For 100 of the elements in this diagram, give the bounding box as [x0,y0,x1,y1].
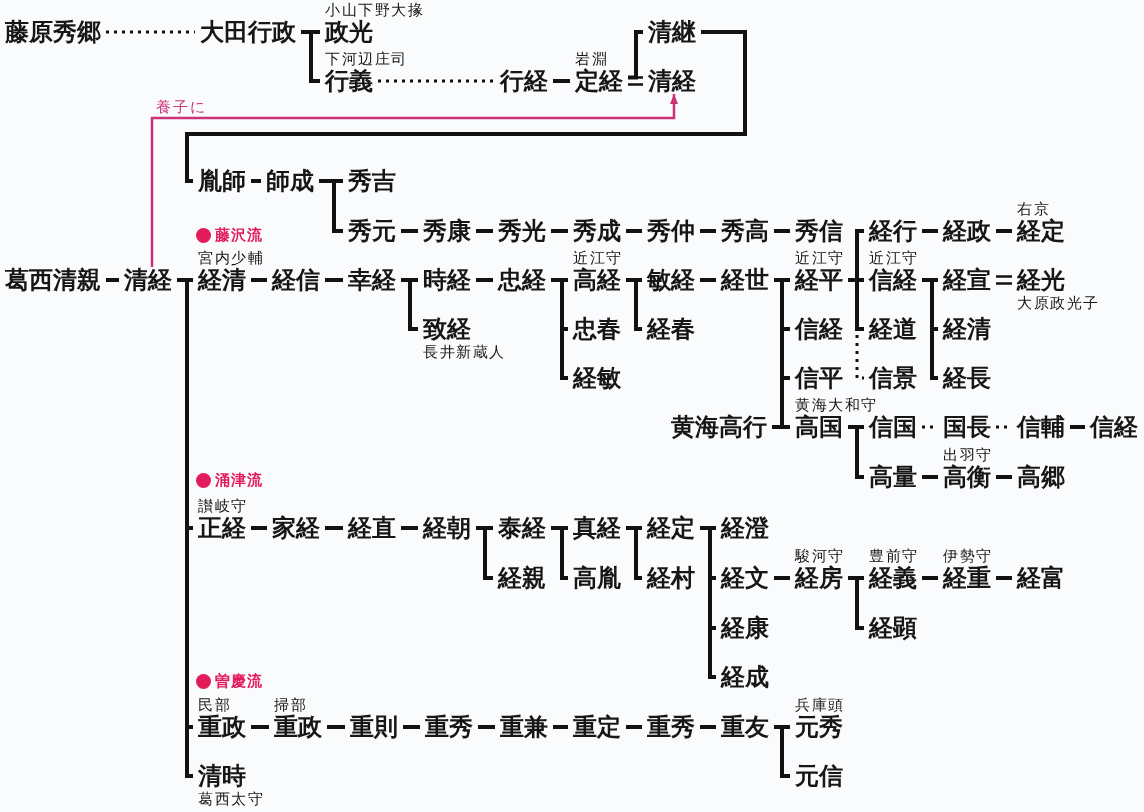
dotted-line [848,278,864,380]
connector-line [401,229,418,233]
title-note: 近江守 [795,250,845,266]
person-name: 師成 [266,168,314,194]
connector-line [1070,425,1085,429]
connector-line [551,526,568,580]
person-name: 経長 [943,365,991,391]
connector-line [476,526,493,580]
connector-line [251,526,267,530]
connector-line [996,475,1012,479]
person-name: 経房 [795,565,843,591]
person-name: 高胤 [573,565,621,591]
person-name: 秀吉 [348,168,396,194]
person-name: 忠春 [573,316,621,342]
connector-line [700,229,716,233]
person-name: 経康 [721,615,769,641]
connector-line [774,725,790,778]
title-note: 近江守 [869,250,919,266]
connector-line [848,278,864,331]
connector-line [401,278,418,331]
person-name: 秀高 [721,218,769,244]
person-name: 忠経 [498,267,546,293]
title-note: 右京 [1017,201,1050,217]
person-name: 経平 [795,267,843,293]
connector-line [922,576,938,580]
person-name: 経世 [721,267,769,293]
connector-line [325,526,343,530]
connector-line [301,30,320,83]
title-note: 駿河守 [795,548,845,564]
title-note: 出羽守 [943,447,993,463]
connector-line [553,725,568,729]
connector-line [251,278,267,282]
connector-line [319,179,343,233]
person-name: 定経 [575,68,623,94]
person-name: 致経 [423,316,471,342]
connector-line [476,278,493,282]
person-name: 重則 [350,714,398,740]
person-name: 重定 [573,714,621,740]
connector-line [848,576,864,630]
connector-line [774,229,790,233]
person-name: 秀元 [348,218,396,244]
connector-line [251,725,269,729]
title-note: 兵庫頭 [795,697,845,713]
person-name: 経光 [1017,267,1065,293]
person-name: 経宣 [943,267,991,293]
person-name: 秀信 [795,218,843,244]
person-name: 重友 [721,714,769,740]
person-name: 経朝 [423,515,471,541]
person-name: 経成 [721,664,769,690]
connector-line [700,278,716,282]
person-name: 元秀 [795,714,843,740]
person-name: 政光 [325,19,373,45]
person-name: 経親 [498,565,546,591]
person-name: 信経 [869,267,917,293]
person-name: 経顕 [869,615,917,641]
connector-line [922,475,938,479]
person-name: 経敏 [573,365,621,391]
branch-label: 曽慶流 [215,672,263,690]
connector-line [327,725,345,729]
connector-line [626,526,642,580]
person-name: 家経 [272,515,320,541]
person-name: 高郷 [1017,464,1065,490]
connector-line [626,725,642,729]
title-note: 伊勢守 [943,548,993,564]
person-name: 高衡 [943,464,991,490]
title-note: 民部 [198,697,231,713]
person-name: 黄海高行 [671,414,767,440]
person-name: 経定 [647,515,695,541]
title-note: 葛西太守 [198,791,264,807]
title-note: 大原政光子 [1017,295,1100,311]
branch-label: 藤沢流 [215,226,263,244]
person-name: 経道 [869,316,917,342]
person-name: 泰経 [498,515,546,541]
person-name: 秀光 [498,218,546,244]
person-name: 重秀 [425,714,473,740]
person-name: 経富 [1017,565,1065,591]
person-name: 清経 [648,68,696,94]
edge-label: 養子に [156,99,207,115]
person-name: 国長 [943,414,991,440]
person-name: 経清 [198,267,246,293]
person-name: 信景 [869,365,917,391]
person-name: 経重 [943,565,991,591]
person-name: 秀成 [573,218,621,244]
person-name: 経清 [943,316,991,342]
person-name: 元信 [795,763,843,789]
person-name: 葛西清親 [5,267,101,293]
person-name: 秀仲 [647,218,695,244]
connector-line [848,425,864,479]
title-note: 讃岐守 [198,498,248,514]
connector-line [185,30,747,183]
dotted-line [378,79,495,83]
title-note: 豊前守 [869,548,919,564]
person-name: 信輔 [1017,414,1065,440]
person-name: 秀康 [423,218,471,244]
person-name: 信平 [795,365,843,391]
person-name: 藤原秀郷 [5,19,101,45]
title-note: 宮内少輔 [198,250,264,266]
title-note: 長井新蔵人 [423,344,506,360]
person-name: 信国 [869,414,917,440]
title-note: 小山下野大掾 [325,2,424,18]
